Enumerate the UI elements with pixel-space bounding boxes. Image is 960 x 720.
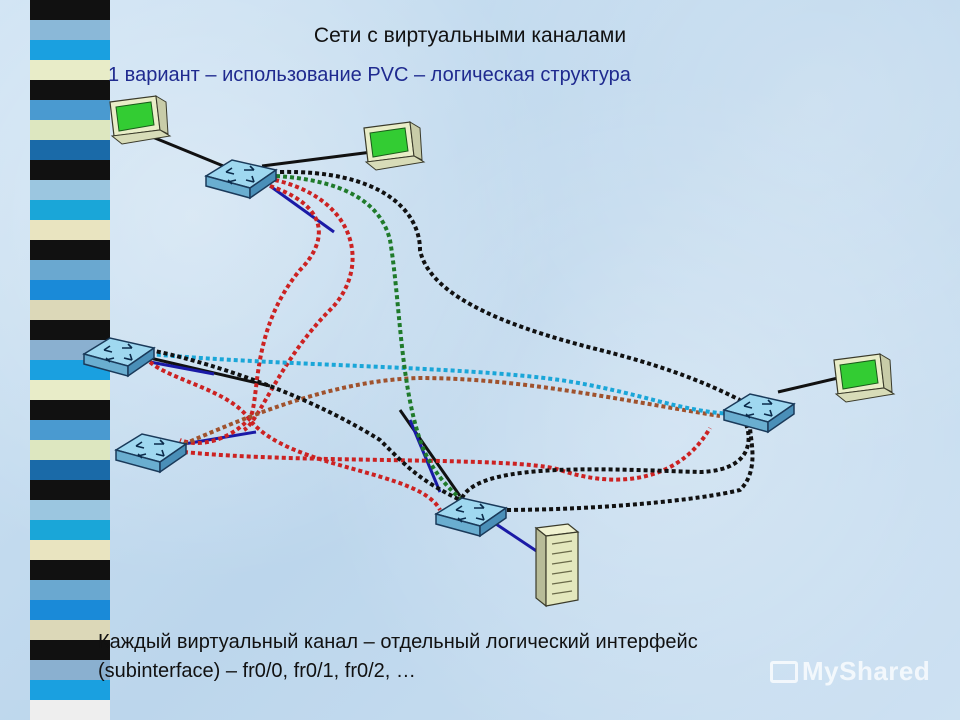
caption-line-1: Каждый виртуальный канал – отдельный лог…	[98, 631, 698, 653]
pvc-black-1	[279, 169, 741, 402]
stripe-segment	[30, 680, 110, 700]
stripe-segment	[30, 660, 110, 680]
switch-icon	[723, 393, 795, 433]
stripe-segment	[30, 100, 110, 120]
pvc-black-3	[460, 418, 751, 500]
stripe-segment	[30, 160, 110, 180]
stripe-segment	[30, 440, 110, 460]
stripe-segment	[30, 580, 110, 600]
caption-line-2: (subinterface) – fr0/0, fr0/1, fr0/2, …	[98, 660, 416, 682]
stripe-segment	[30, 220, 110, 240]
caption: Каждый виртуальный канал – отдельный лог…	[98, 628, 698, 686]
stripe-segment	[30, 460, 110, 480]
pvc-red-2	[242, 178, 355, 432]
decorative-stripe	[30, 0, 110, 720]
switch-icon	[435, 497, 507, 537]
stripe-segment	[30, 80, 110, 100]
link-blue-switch-left	[149, 360, 215, 376]
stripe-segment	[30, 180, 110, 200]
switch-icon	[115, 433, 187, 473]
stripe-segment	[30, 520, 110, 540]
presentation-icon	[770, 661, 798, 683]
pvc-black-2	[149, 348, 461, 502]
pvc-brown-1	[183, 375, 721, 446]
stripe-segment	[30, 640, 110, 660]
pvc-red-4	[183, 426, 712, 482]
stripe-segment	[30, 540, 110, 560]
pvc-red-1	[179, 184, 321, 445]
stripe-segment	[30, 560, 110, 580]
pvc-cyan-1	[149, 352, 735, 416]
stripe-segment	[30, 120, 110, 140]
server-icon	[535, 523, 579, 607]
slide-title: Сети с виртуальными каналами	[313, 24, 627, 47]
link-pc2-switch1	[261, 150, 373, 168]
stripe-segment	[30, 500, 110, 520]
stripe-segment	[30, 300, 110, 320]
link-blue-switch1	[269, 184, 335, 234]
slide-subtitle: 1 вариант – использование PVC – логическ…	[108, 64, 631, 86]
monitor-icon	[109, 95, 171, 145]
switch-icon	[83, 337, 155, 377]
stripe-segment	[30, 420, 110, 440]
stripe-segment	[30, 20, 110, 40]
stripe-segment	[30, 380, 110, 400]
pvc-red-3	[148, 360, 442, 512]
stripe-segment	[30, 200, 110, 220]
stripe-segment	[30, 600, 110, 620]
stripe-segment	[30, 280, 110, 300]
stripe-segment	[30, 620, 110, 640]
pvc-black-4	[499, 425, 755, 512]
pvc-green-1	[275, 174, 464, 502]
stripe-segment	[30, 40, 110, 60]
monitor-icon	[363, 121, 425, 171]
stripe-segment	[30, 60, 110, 80]
stripe-segment	[30, 700, 110, 720]
stripe-segment	[30, 400, 110, 420]
stripe-segment	[30, 320, 110, 340]
link-pc3-switch-right	[777, 376, 839, 394]
stripe-segment	[30, 0, 110, 20]
monitor-icon	[833, 353, 895, 403]
stripe-segment	[30, 260, 110, 280]
link-blue-server	[489, 518, 539, 554]
stripe-segment	[30, 240, 110, 260]
stripe-segment	[30, 140, 110, 160]
link-switch1-down	[398, 409, 462, 497]
watermark: MyShared	[770, 656, 930, 687]
stripe-segment	[30, 480, 110, 500]
watermark-text: MyShared	[802, 656, 931, 686]
